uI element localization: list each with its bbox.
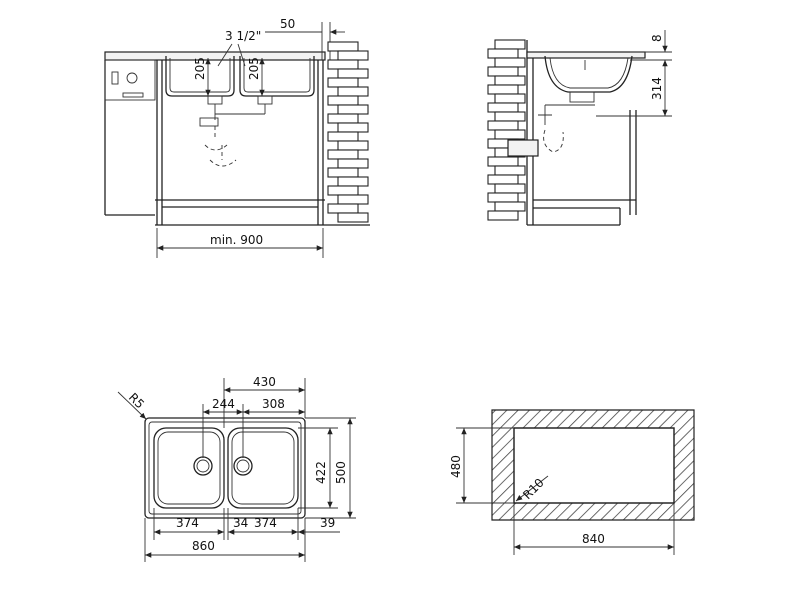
side-brick-wall (487, 39, 526, 221)
dishwasher-appliance (104, 59, 156, 216)
front-depth-left-label: 205 (193, 57, 207, 80)
cabinet-min-width-label: min. 900 (210, 233, 263, 247)
cutout-height-label: 480 (449, 455, 463, 478)
cutout-opening (513, 427, 675, 504)
right-margin-label: 39 (320, 516, 335, 530)
front-depth-right-label: 205 (247, 57, 261, 80)
side-bowl (544, 55, 633, 93)
top-right-bowl (227, 427, 299, 509)
top-corner-radius-label: R5 (126, 390, 147, 411)
gap-width-label: 34 (233, 516, 248, 530)
front-offset-label: 50 (280, 17, 295, 31)
top-left-bowl (153, 427, 225, 509)
cutout-view: 480 R10 840 (449, 409, 695, 555)
front-left-bowl (165, 56, 235, 97)
sink-outline (144, 417, 306, 519)
side-outlet-height-label: 314 (650, 77, 664, 100)
cutout-width-label: 840 (582, 532, 605, 546)
right-bowl-width-label: 374 (254, 516, 277, 530)
front-drain-trap (199, 95, 273, 167)
front-countertop (104, 51, 326, 61)
thread-size-label: 3 1/2" (225, 29, 261, 43)
left-hole-offset-label: 244 (212, 397, 235, 411)
front-view: 205 205 3 1/2" 50 (104, 17, 370, 258)
bowl-depth-label: 422 (314, 461, 328, 484)
overall-bowls-label: 430 (253, 375, 276, 389)
side-rim-label: 8 (650, 34, 664, 42)
overall-depth-label: 500 (334, 461, 348, 484)
top-view: R5 430 244 308 422 500 374 34 374 (117, 375, 356, 562)
overall-width-label: 860 (192, 539, 215, 553)
front-right-bowl (239, 56, 315, 97)
left-bowl-width-label: 374 (176, 516, 199, 530)
right-hole-offset-label: 308 (262, 397, 285, 411)
front-brick-wall (327, 41, 369, 223)
side-view: 8 314 (487, 30, 672, 226)
